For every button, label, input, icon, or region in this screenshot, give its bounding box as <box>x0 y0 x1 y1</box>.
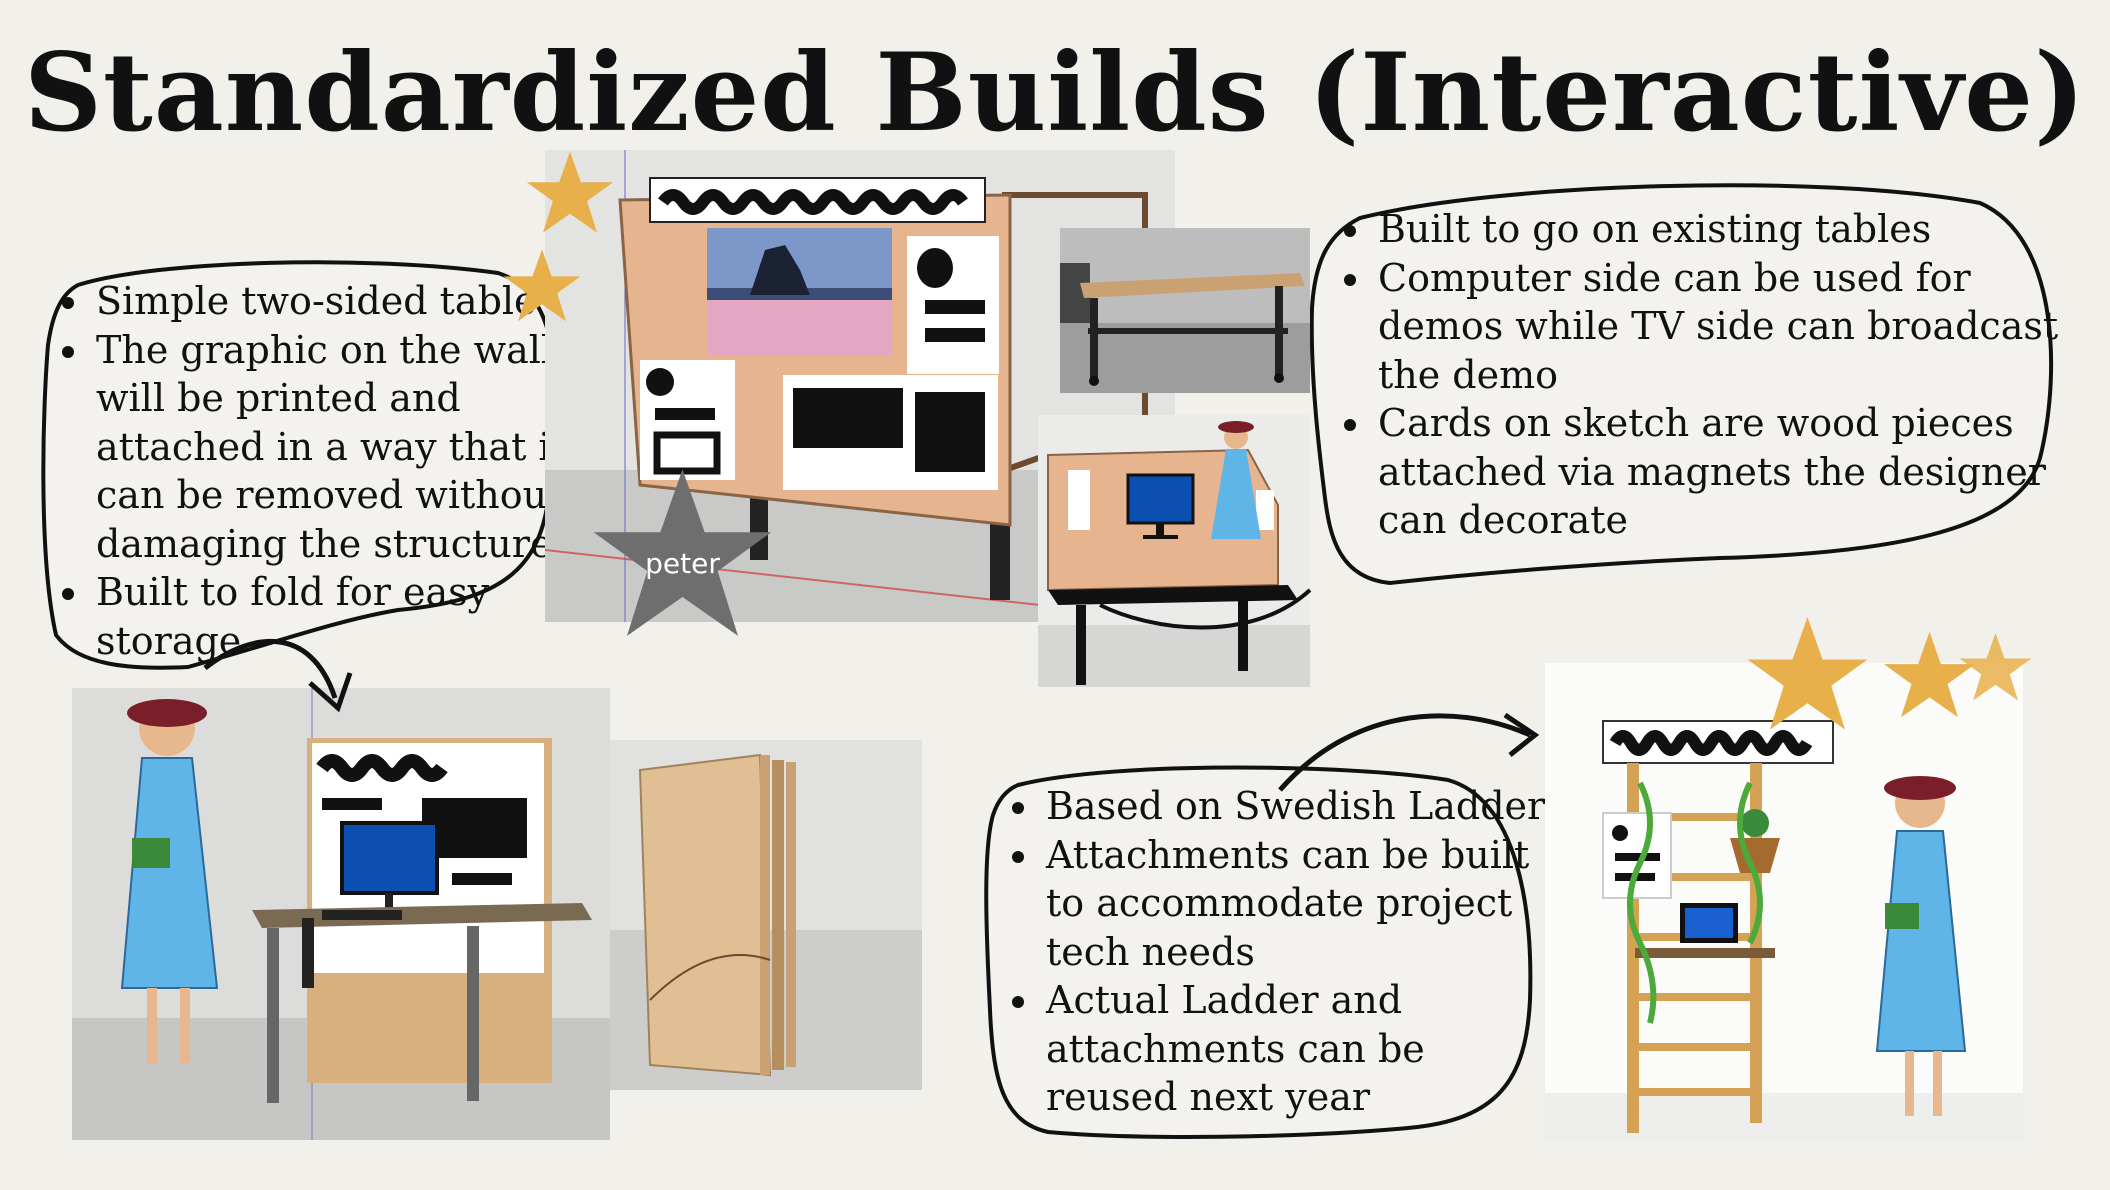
two-sided-table-sketch <box>72 688 610 1140</box>
right-bubble-list: Built to go on existing tables Computer … <box>1340 205 2074 545</box>
star-icon <box>526 151 614 233</box>
star-icon <box>1959 633 2032 701</box>
arrow-icon <box>203 638 353 713</box>
left-bubble-list: Simple two-sided table The graphic on th… <box>58 277 572 665</box>
star-label: peter <box>645 547 720 580</box>
booth-sketch-computer-side <box>1038 415 1310 687</box>
list-item: Built to fold for easy storage <box>92 568 572 665</box>
star-icon <box>1747 617 1868 730</box>
right-bubble-outline <box>1309 183 2054 586</box>
list-item: Built to go on existing tables <box>1374 205 2074 254</box>
bottom-bubble-list: Based on Swedish Ladder Attachments can … <box>1008 782 1562 1122</box>
page-title: Standardized Builds (Interactive) <box>23 30 2087 156</box>
list-item: The graphic on the wall will be printed … <box>92 326 572 569</box>
star-icon <box>1883 631 1976 718</box>
bottom-bubble-outline <box>984 765 1533 1139</box>
list-item: Attachments can be built to accommodate … <box>1042 831 1562 977</box>
peter-star-badge: peter <box>585 462 780 647</box>
gray-star-icon <box>593 469 772 636</box>
list-item: Computer side can be used for demos whil… <box>1374 254 2074 400</box>
existing-table-photo <box>1060 228 1310 393</box>
list-item: Actual Ladder and attachments can be reu… <box>1042 976 1562 1122</box>
star-icon <box>503 249 581 322</box>
bubble-tail-line <box>1099 588 1312 630</box>
list-item: Cards on sketch are wood pieces attached… <box>1374 399 2074 545</box>
left-speech-bubble: Simple two-sided table The graphic on th… <box>38 255 566 675</box>
swedish-ladder-sketch <box>1545 663 2023 1141</box>
arrow-icon <box>1278 712 1540 792</box>
list-item: Simple two-sided table <box>92 277 572 326</box>
bottom-speech-bubble: Based on Swedish Ladder Attachments can … <box>978 760 1545 1145</box>
left-bubble-outline <box>41 260 558 670</box>
list-item: Based on Swedish Ladder <box>1042 782 1562 831</box>
folded-table-sketch <box>610 740 922 1090</box>
right-speech-bubble: Built to go on existing tables Computer … <box>1300 178 2060 608</box>
